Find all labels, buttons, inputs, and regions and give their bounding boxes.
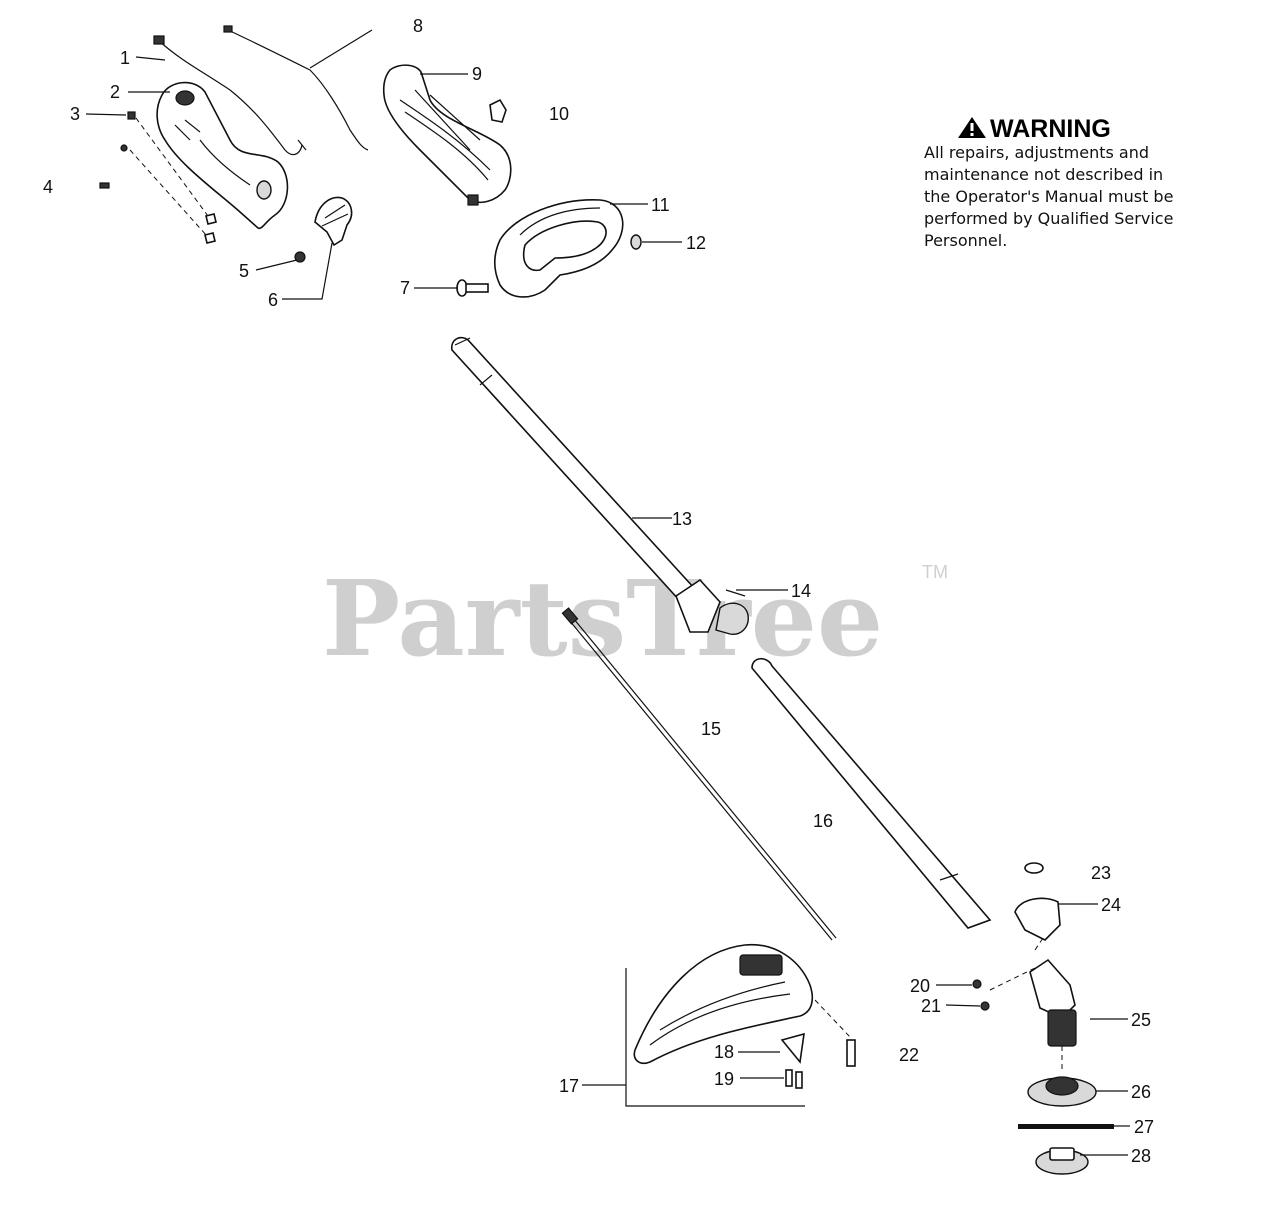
watermark-trademark: TM bbox=[922, 562, 948, 582]
callout-7: 7 bbox=[400, 278, 410, 298]
callout-8: 8 bbox=[413, 16, 423, 36]
part-14-coupler bbox=[675, 578, 749, 635]
part-2-handle-housing bbox=[156, 81, 289, 230]
part-20-screw bbox=[972, 979, 982, 989]
warning-icon bbox=[958, 117, 986, 138]
callout-21: 21 bbox=[921, 996, 941, 1016]
warning-title: WARNING bbox=[990, 115, 1111, 143]
callout-26: 26 bbox=[1131, 1082, 1151, 1102]
part-12-knob bbox=[630, 234, 642, 250]
leader-lines bbox=[85, 29, 1130, 1156]
part-15-drive-shaft bbox=[561, 607, 837, 941]
part-28-cap bbox=[1035, 1147, 1089, 1175]
callout-1: 1 bbox=[120, 48, 130, 68]
callout-15: 15 bbox=[701, 719, 721, 739]
callout-labels: 1 2 3 4 5 6 7 8 9 10 11 12 13 14 15 16 1… bbox=[43, 16, 1154, 1166]
callout-4: 4 bbox=[43, 177, 53, 197]
watermark-text: PartsTree bbox=[322, 557, 883, 680]
callout-11: 11 bbox=[651, 195, 670, 215]
part-6-trigger bbox=[314, 196, 353, 247]
callout-5: 5 bbox=[239, 261, 249, 281]
warning-line-4: performed by Qualified Service bbox=[924, 209, 1173, 228]
part-1-throttle-cable bbox=[153, 35, 307, 156]
part-22-screw bbox=[814, 999, 856, 1067]
part-5-nut bbox=[294, 251, 306, 263]
callout-17: 17 bbox=[559, 1076, 579, 1096]
part-10-clip bbox=[489, 98, 507, 123]
part-24-clamp bbox=[1014, 897, 1061, 941]
part-17-guard bbox=[625, 943, 814, 1107]
part-25-gearbox bbox=[989, 934, 1077, 1070]
callout-16: 16 bbox=[813, 811, 833, 831]
warning-line-3: the Operator's Manual must be bbox=[924, 187, 1173, 206]
part-9-handle-half bbox=[382, 64, 512, 206]
callout-24: 24 bbox=[1101, 895, 1121, 915]
part-11-assist-handle bbox=[493, 199, 624, 298]
warning-line-5: Personnel. bbox=[924, 231, 1007, 250]
part-26-spool bbox=[1027, 1076, 1097, 1107]
callout-6: 6 bbox=[268, 290, 278, 310]
part-3-screw bbox=[127, 111, 136, 120]
part-27-trimmer-line bbox=[1018, 1124, 1114, 1129]
callout-20: 20 bbox=[910, 976, 930, 996]
part-16-lower-shaft bbox=[751, 657, 992, 929]
warning-block: WARNING All repairs, adjustments and mai… bbox=[924, 115, 1173, 250]
callout-28: 28 bbox=[1131, 1146, 1151, 1166]
part-8-cable bbox=[223, 25, 369, 151]
part-7-bolt bbox=[456, 279, 489, 297]
callout-3: 3 bbox=[70, 104, 80, 124]
callout-19: 19 bbox=[714, 1069, 734, 1089]
callout-9: 9 bbox=[472, 64, 482, 84]
warning-line-2: maintenance not described in bbox=[924, 165, 1163, 184]
callout-18: 18 bbox=[714, 1042, 734, 1062]
callout-27: 27 bbox=[1134, 1117, 1154, 1137]
callout-14: 14 bbox=[791, 581, 811, 601]
part-19-screws bbox=[785, 1069, 803, 1089]
callout-25: 25 bbox=[1131, 1010, 1151, 1030]
callout-13: 13 bbox=[672, 509, 692, 529]
part-23-wing-nut bbox=[1024, 862, 1044, 874]
housing-screws bbox=[129, 117, 217, 244]
part-21-screw bbox=[980, 1001, 990, 1011]
callout-2: 2 bbox=[110, 82, 120, 102]
callout-12: 12 bbox=[686, 233, 706, 253]
part-18-line-cutter bbox=[780, 1032, 805, 1064]
callout-10: 10 bbox=[549, 104, 569, 124]
callout-22: 22 bbox=[899, 1045, 919, 1065]
part-4-screw bbox=[99, 144, 128, 189]
callout-23: 23 bbox=[1091, 863, 1111, 883]
part-13-upper-shaft bbox=[450, 336, 707, 614]
warning-line-1: All repairs, adjustments and bbox=[924, 143, 1149, 162]
